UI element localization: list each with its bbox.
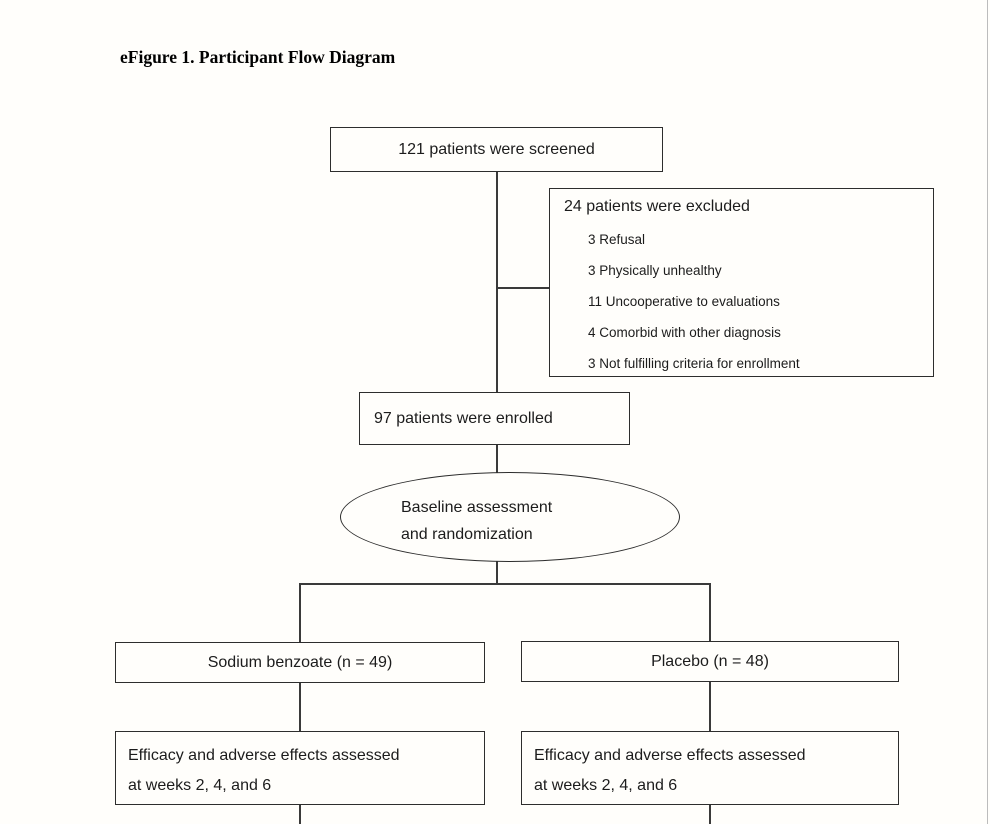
assessment-box-sodium-benzoate: Efficacy and adverse effects assessed at…: [115, 731, 485, 805]
connector-branch-to-benzoate: [299, 583, 301, 643]
branch-horizontal-line: [299, 583, 711, 585]
connector-benzoate-to-assessment: [299, 681, 301, 731]
connector-left-continuation: [299, 804, 301, 824]
connector-to-excluded: [497, 287, 550, 289]
figure-title: eFigure 1. Participant Flow Diagram: [120, 47, 396, 67]
arm-box-sodium-benzoate: Sodium benzoate (n = 49): [115, 642, 485, 683]
assessment-box-placebo: Efficacy and adverse effects assessed at…: [521, 731, 899, 805]
assessment-line2: at weeks 2, 4, and 6: [128, 777, 272, 794]
excluded-reason: 4 Comorbid with other diagnosis: [588, 325, 781, 340]
excluded-reason: 3 Refusal: [588, 232, 646, 247]
page-edge-line: [987, 0, 988, 824]
randomization-label: Baseline assessment and randomization: [401, 494, 552, 548]
enrolled-box: 97 patients were enrolled: [359, 392, 630, 445]
assessment-line1: Efficacy and adverse effects assessed: [128, 747, 400, 764]
arm-box-placebo: Placebo (n = 48): [521, 641, 899, 682]
screened-label: 121 patients were screened: [398, 140, 595, 158]
excluded-header: 24 patients were excluded: [564, 198, 750, 215]
excluded-box: 24 patients were excluded 3 Refusal 3 Ph…: [549, 188, 934, 377]
connector-right-continuation: [709, 804, 711, 824]
arm-label: Placebo (n = 48): [651, 652, 769, 670]
excluded-reason: 3 Not fulfilling criteria for enrollment: [588, 356, 800, 371]
excluded-reason: 11 Uncooperative to evaluations: [588, 294, 780, 309]
connector-placebo-to-assessment: [709, 680, 711, 731]
connector-branch-to-placebo: [709, 583, 711, 642]
randomization-line1: Baseline assessment: [401, 499, 553, 516]
enrolled-label: 97 patients were enrolled: [374, 409, 553, 427]
arm-label: Sodium benzoate (n = 49): [207, 653, 393, 671]
connector-enrolled-to-randomization: [496, 445, 498, 473]
assessment-text: Efficacy and adverse effects assessed at…: [116, 732, 484, 801]
assessment-line2: at weeks 2, 4, and 6: [534, 777, 678, 794]
assessment-line1: Efficacy and adverse effects assessed: [534, 747, 806, 764]
connector-randomization-to-branch: [496, 561, 498, 585]
excluded-reason: 3 Physically unhealthy: [588, 263, 722, 278]
randomization-line2: and randomization: [401, 526, 533, 543]
randomization-ellipse: Baseline assessment and randomization: [340, 472, 680, 562]
screened-box: 121 patients were screened: [330, 127, 663, 172]
assessment-text: Efficacy and adverse effects assessed at…: [522, 732, 898, 801]
connector-screened-to-enrolled: [496, 172, 498, 393]
